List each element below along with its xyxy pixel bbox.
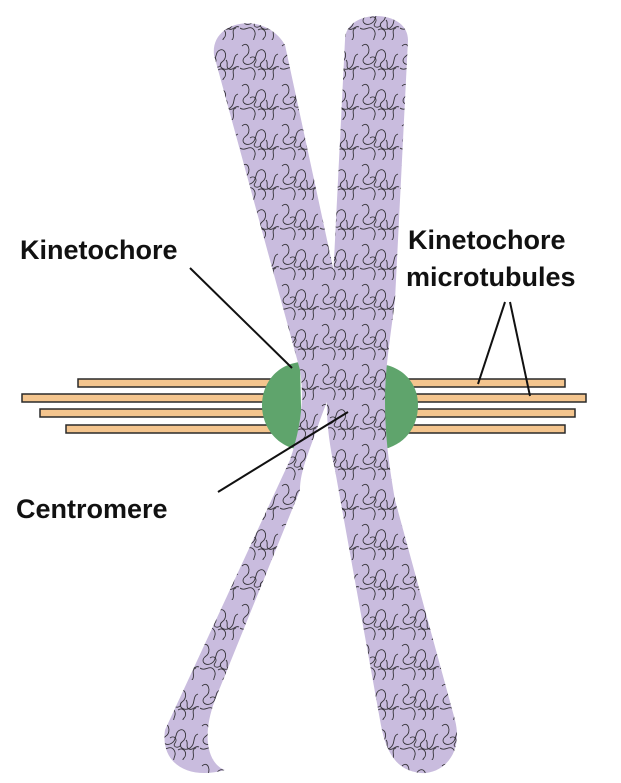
microtubule-left-4 — [66, 425, 298, 433]
microtubule-left-1 — [78, 379, 298, 387]
chromatin-texture — [150, 0, 480, 783]
label-kinetochore-microtubules-line1: Kinetochore — [408, 225, 566, 255]
leader-microtubule-1 — [478, 302, 505, 384]
label-kinetochore-microtubules-line2: microtubules — [406, 262, 576, 292]
chromosome — [150, 0, 480, 783]
label-centromere: Centromere — [16, 494, 168, 524]
label-kinetochore: Kinetochore — [20, 235, 178, 265]
kinetochore-left — [262, 362, 302, 450]
microtubule-left-2 — [22, 394, 298, 402]
microtubules-left — [22, 379, 298, 433]
microtubule-left-3 — [40, 409, 298, 417]
